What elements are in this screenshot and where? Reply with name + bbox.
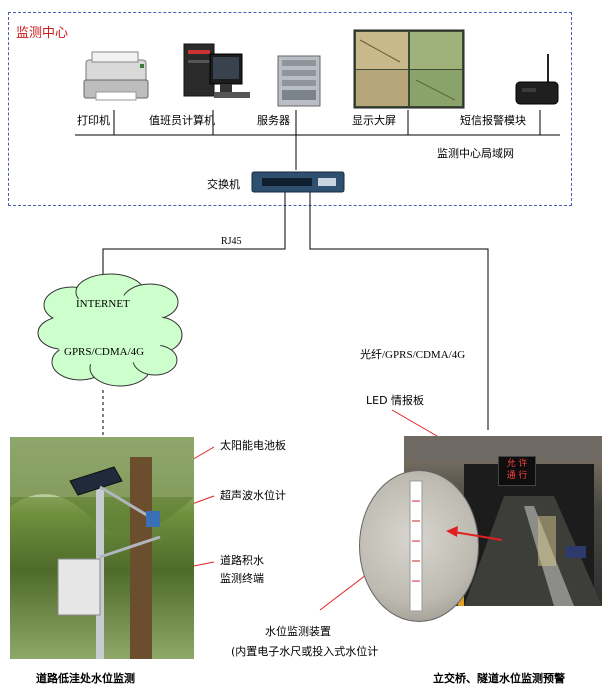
monitor-terminal-label: 监测终端 <box>220 572 264 585</box>
display-wall-label: 显示大屏 <box>352 114 396 127</box>
tunnel-illustration <box>404 436 602 606</box>
water-gauge-illustration <box>409 480 423 612</box>
monitoring-center-title: 监测中心 <box>16 26 69 41</box>
led-sign-line2: 通 行 <box>506 471 528 481</box>
display-wall-icon <box>353 29 465 109</box>
road-site-illustration <box>10 437 194 659</box>
ultrasonic-sensor-label: 超声波水位计 <box>220 489 286 502</box>
lan-label: 监测中心局域网 <box>437 147 514 160</box>
water-device-note: (内置电子水尺或投入式水位计 <box>231 645 379 658</box>
switch-icon <box>251 171 345 193</box>
led-sign-panel: 允 许 通 行 <box>498 456 536 486</box>
computer-label: 值班员计算机 <box>149 114 215 127</box>
cloud-network-label: GPRS/CDMA/4G <box>64 346 145 358</box>
led-board-label: LED 情报板 <box>366 394 425 407</box>
internet-cloud <box>37 273 183 387</box>
computer-icon <box>183 43 250 98</box>
fiber-label: 光纤/GPRS/CDMA/4G <box>360 349 466 361</box>
printer-label: 打印机 <box>77 114 110 127</box>
tunnel-site-caption: 立交桥、隧道水位监测预警 <box>433 672 565 685</box>
switch-label: 交换机 <box>207 178 240 191</box>
water-device-label: 水位监测装置 <box>265 625 331 638</box>
road-site-caption: 道路低洼处水位监测 <box>36 672 135 685</box>
monitoring-center-frame <box>8 12 572 206</box>
red-arrow-icon <box>446 526 503 541</box>
road-site-photo <box>10 437 194 659</box>
rj45-label: RJ45 <box>221 236 242 247</box>
road-water-label: 道路积水 <box>220 554 264 567</box>
server-icon <box>277 55 321 107</box>
printer-icon <box>83 51 149 101</box>
rj45-line <box>102 192 286 285</box>
cloud-internet-label: INTERNET <box>76 298 130 310</box>
water-gauge-inset <box>359 470 479 622</box>
led-sign-line1: 允 许 <box>506 459 528 469</box>
solar-panel-label: 太阳能电池板 <box>220 439 286 452</box>
server-label: 服务器 <box>257 114 290 127</box>
sms-modem-label: 短信报警模块 <box>460 114 526 127</box>
sms-modem-icon <box>515 54 559 105</box>
fiber-line <box>309 192 489 430</box>
